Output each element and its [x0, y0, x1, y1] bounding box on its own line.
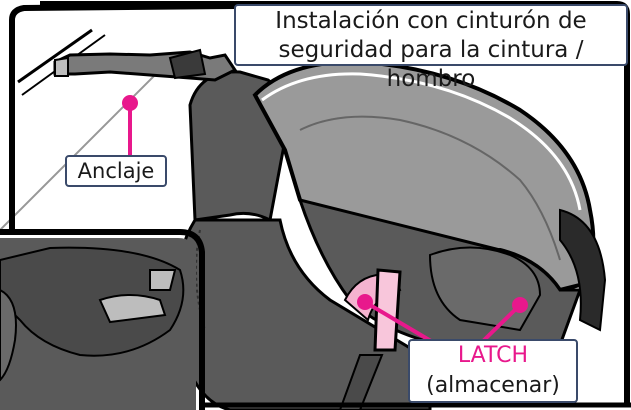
title-line-2: seguridad para la cintura / hombro: [278, 37, 584, 92]
anchor-callout-pin: [122, 95, 138, 155]
latch-label: LATCH (almacenar): [408, 339, 578, 403]
latch-callout-pins: [357, 294, 528, 346]
inset-detail: [0, 229, 205, 410]
latch-sublabel: (almacenar): [426, 373, 560, 398]
seat-belt: [338, 268, 402, 410]
latch-word: LATCH: [457, 343, 529, 368]
anchor-label: Anclaje: [65, 155, 167, 187]
title-line-1: Instalación con cinturón de: [275, 8, 587, 34]
tether-strap: [53, 48, 238, 82]
title-label: Instalación con cinturón de seguridad pa…: [234, 4, 628, 92]
